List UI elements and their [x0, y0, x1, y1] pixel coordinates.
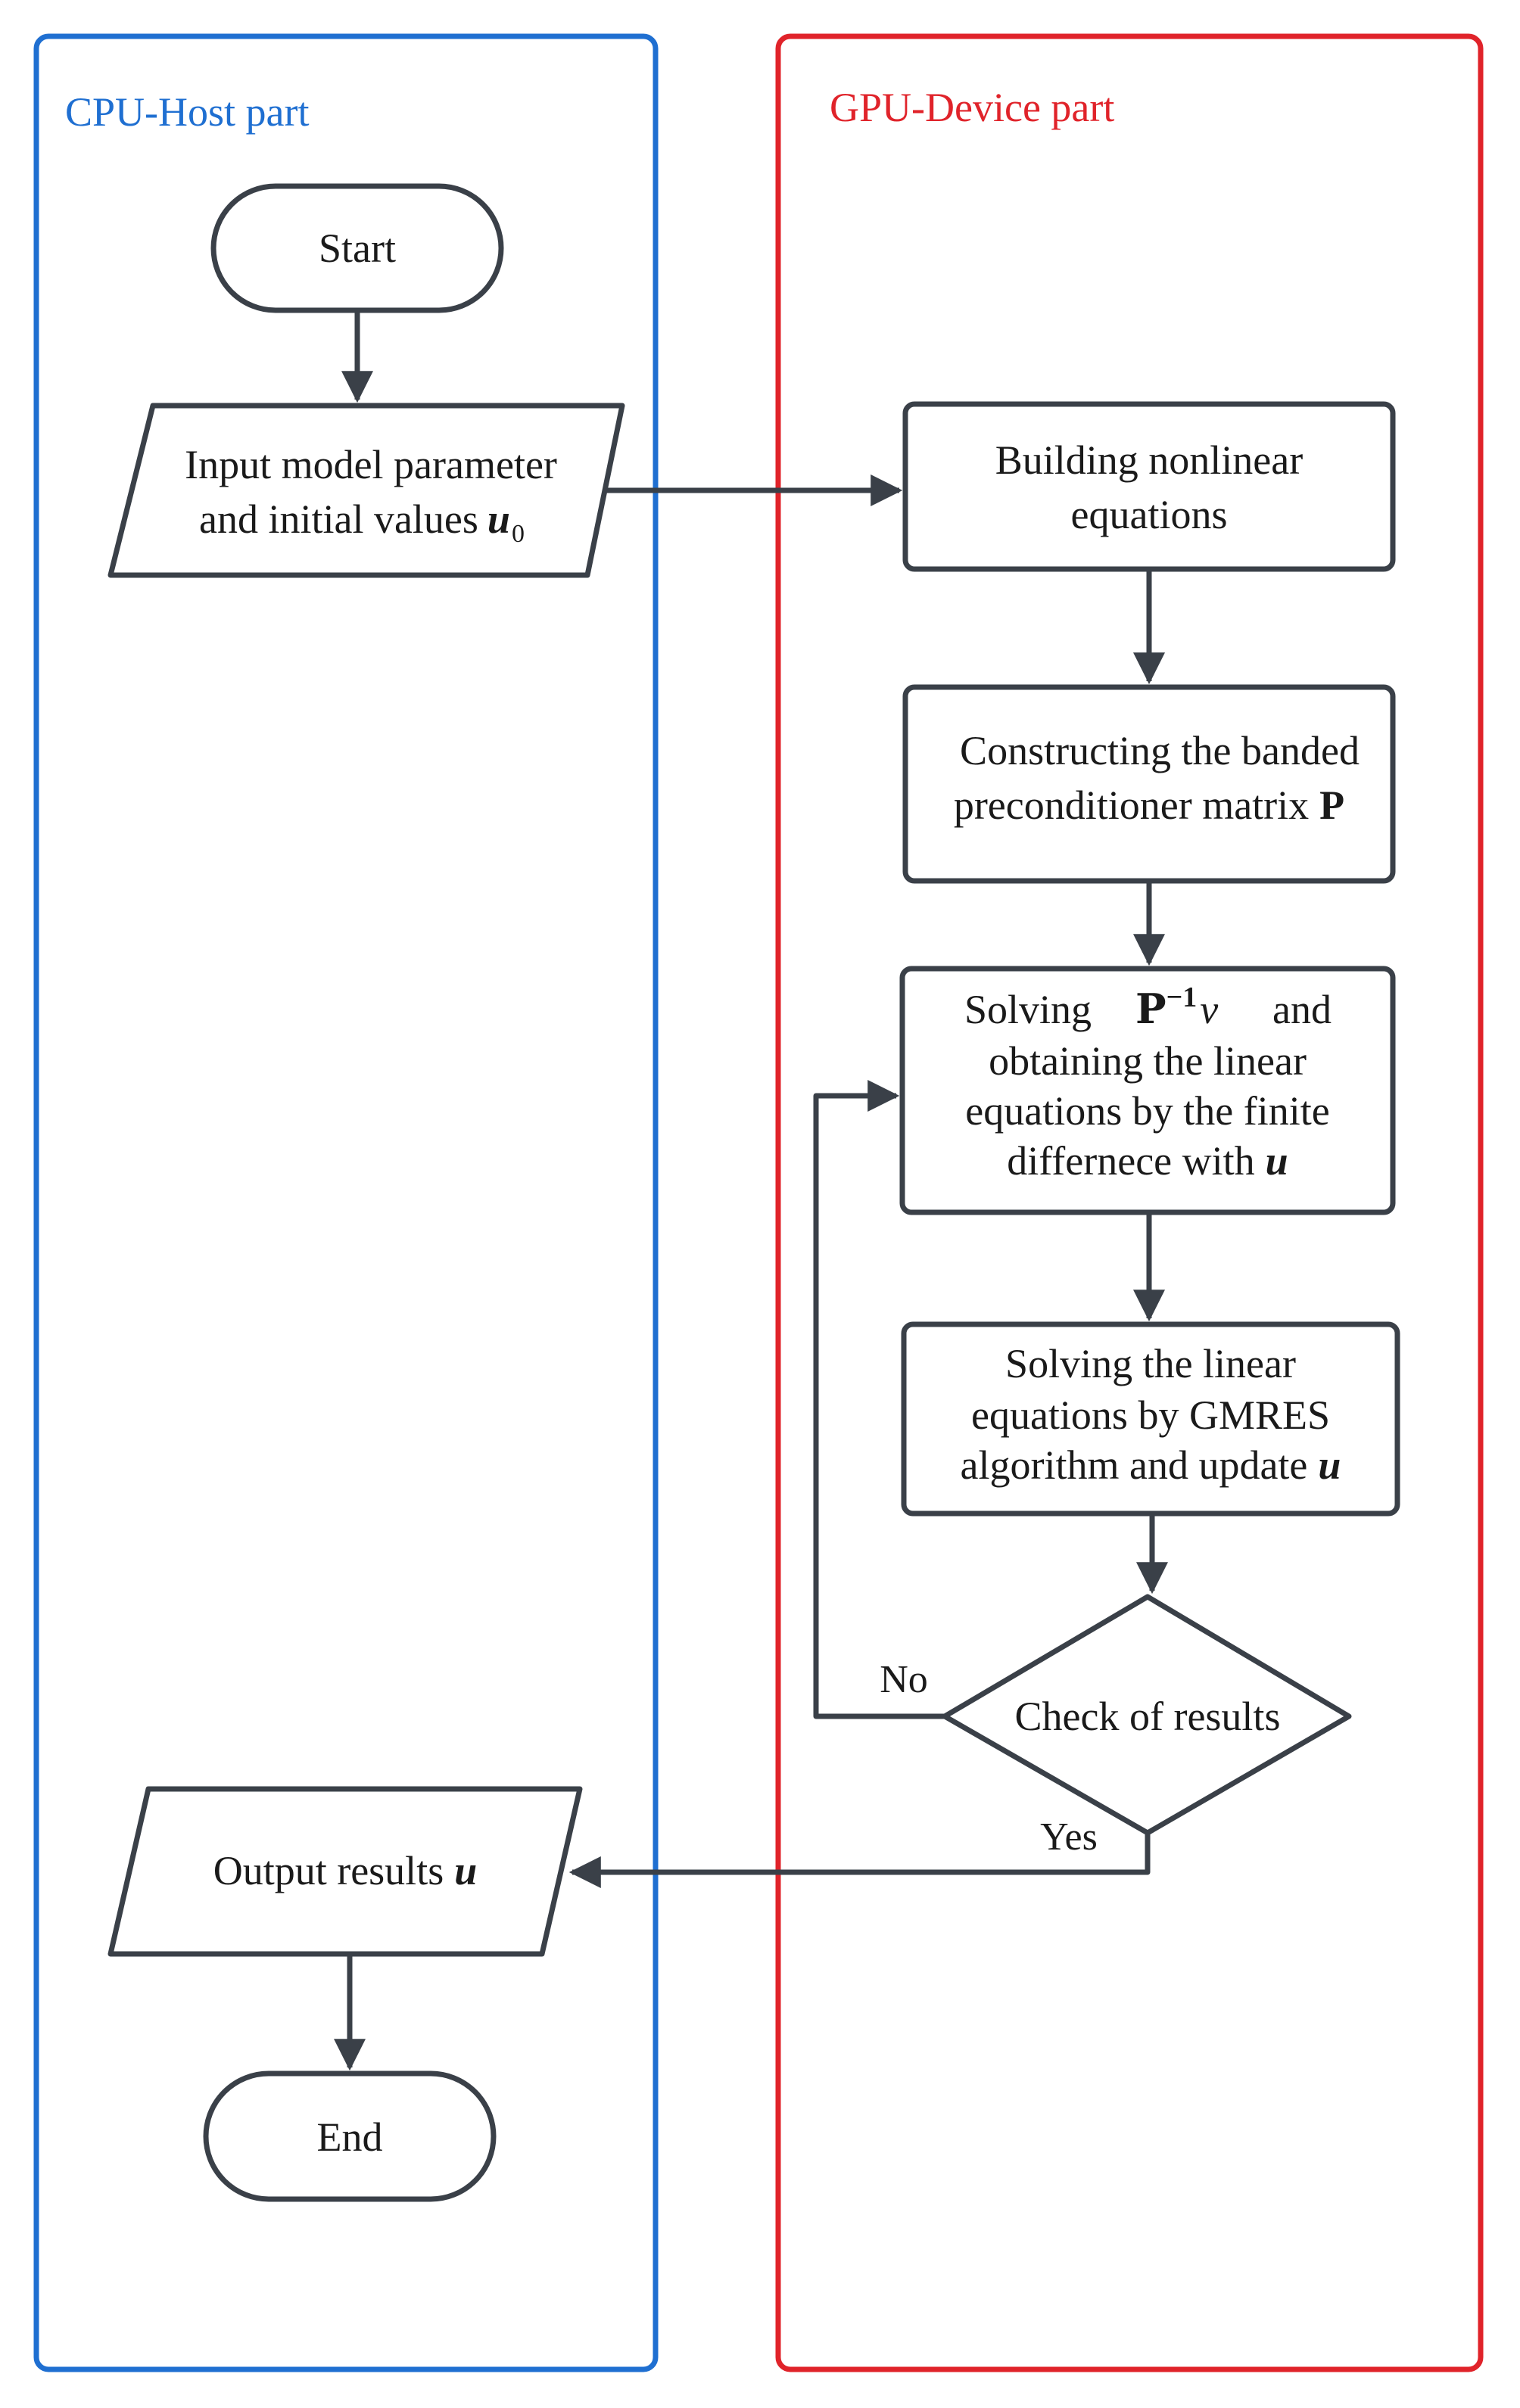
- solve-math-base: P: [1135, 985, 1166, 1033]
- build-label-line1: Building nonlinear: [995, 437, 1303, 483]
- cpu-lane: [33, 33, 659, 2372]
- solve-math-var: v: [1200, 987, 1218, 1032]
- end-node: [203, 2070, 497, 2202]
- input-node: [107, 403, 625, 578]
- build-node: [902, 401, 1396, 572]
- solve-label-line1-b: and: [1272, 987, 1332, 1032]
- build-label-line2: equations: [1071, 492, 1228, 537]
- edge-yes-label: Yes: [1040, 1815, 1098, 1859]
- solve-label-line4-text: differnece with: [1007, 1138, 1254, 1184]
- gpu-lane: [775, 33, 1484, 2372]
- edge-check-no-loop: [813, 1080, 945, 1719]
- input-label-line2-text: and initial values: [199, 496, 478, 542]
- gmres-label-line3-text: algorithm and update: [961, 1442, 1308, 1488]
- construct-label-line1: Constructing the banded: [960, 728, 1360, 773]
- output-node: [107, 1786, 583, 1957]
- start-label: Start: [319, 226, 396, 271]
- construct-label-line2-text: preconditioner matrix: [954, 782, 1309, 828]
- gmres-label-line1: Solving the linear: [1005, 1341, 1296, 1386]
- solve-var: u: [1266, 1138, 1288, 1184]
- edge-check-yes-output: [568, 1833, 1151, 1888]
- end-label: End: [317, 2114, 383, 2160]
- gpu-lane-title: GPU-Device part: [830, 85, 1114, 130]
- construct-var: P: [1319, 782, 1344, 828]
- solve-math-sup: −1: [1166, 982, 1198, 1013]
- check-label: Check of results: [1015, 1694, 1281, 1739]
- solve-label-line3: equations by the finite: [965, 1088, 1329, 1134]
- solve-label-line1-a: Solving: [964, 987, 1092, 1032]
- output-label-text: Output results: [213, 1848, 444, 1893]
- solve-math: P−1v: [1135, 982, 1218, 1033]
- solve-label-line2: obtaining the linear: [989, 1038, 1307, 1084]
- output-var: u: [454, 1848, 477, 1893]
- cpu-lane-title: CPU-Host part: [65, 89, 310, 135]
- input-label-line1: Input model parameter: [185, 442, 557, 487]
- edge-no-label: No: [880, 1658, 928, 1701]
- solve-label-line4: differnece with u: [1007, 1138, 1288, 1184]
- gmres-var: u: [1318, 1442, 1341, 1488]
- input-var: u: [487, 496, 510, 542]
- input-var-subscript: 0: [512, 520, 525, 548]
- gmres-label-line2: equations by GMRES: [971, 1392, 1330, 1438]
